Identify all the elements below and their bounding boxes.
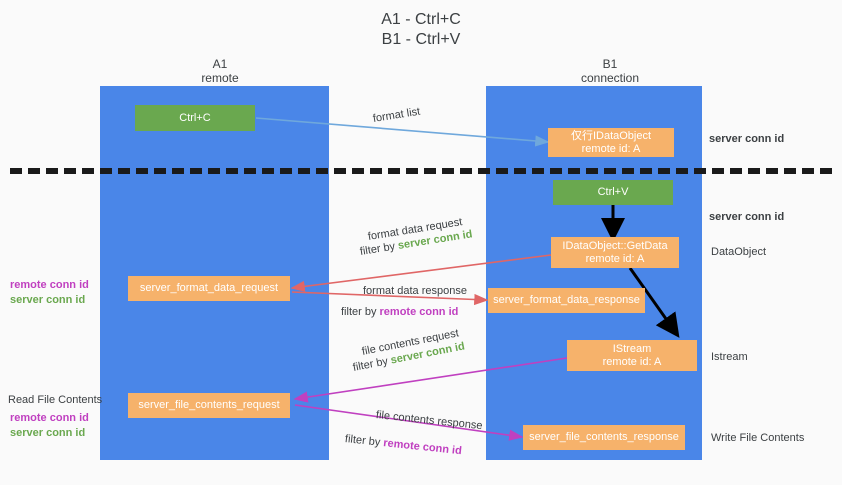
diagram-title: A1 - Ctrl+C B1 - Ctrl+V	[0, 10, 842, 50]
annotation-conn-pair-1: remote conn id server conn id	[10, 278, 89, 308]
phase-divider	[10, 168, 832, 174]
title-line-2: B1 - Ctrl+V	[381, 31, 461, 48]
node-ctrl-c-label: Ctrl+C	[179, 111, 211, 124]
annotation-server-conn-id-top: server conn id	[709, 133, 785, 145]
annotation-remote-conn-id-1: remote conn id	[10, 279, 89, 291]
node-getdata-label: IDataObject::GetData	[562, 239, 668, 252]
node-server-format-data-response-label: server_format_data_response	[493, 294, 640, 306]
annotation-remote-conn-id-2: remote conn id	[10, 412, 89, 424]
arrow-format-data-request	[290, 254, 552, 292]
node-idataobject-label: 仅行IDataObject	[570, 129, 652, 142]
arrow-getdata-to-istream	[628, 267, 680, 338]
annotation-server-conn-id-1: server conn id	[10, 294, 86, 306]
lane-b1-sub: connection	[580, 71, 640, 85]
node-server-file-contents-request[interactable]: server_file_contents_request	[128, 393, 290, 418]
annotation-server-conn-id-2: server conn id	[10, 427, 86, 439]
node-getdata-remote-id: remote id: A	[585, 252, 645, 265]
node-idataobject[interactable]: 仅行IDataObject remote id: A	[548, 128, 674, 157]
node-ctrl-v-label: Ctrl+V	[597, 186, 629, 198]
arrow-format-list	[255, 117, 550, 147]
lane-header-b1: B1 connection	[520, 57, 700, 85]
lane-b1-name: B1	[602, 57, 618, 71]
annotation-write-file-contents: Write File Contents	[711, 432, 805, 444]
node-server-format-data-request-label: server_format_data_request	[139, 282, 279, 294]
filter-prefix: filter by	[341, 306, 380, 318]
node-idataobject-remote-id: remote id: A	[581, 142, 641, 155]
lane-a1-name: A1	[212, 57, 228, 71]
annotation-server-conn-id-mid: server conn id	[709, 211, 785, 223]
filter-prefix: filter by	[344, 433, 384, 449]
node-ctrl-c[interactable]: Ctrl+C	[135, 105, 255, 131]
arrow-format-data-response	[291, 291, 489, 306]
annotation-read-file-contents: Read File Contents	[8, 394, 103, 406]
annotation-conn-pair-2: remote conn id server conn id	[10, 411, 89, 441]
lane-header-a1: A1 remote	[130, 57, 310, 85]
node-server-format-data-response[interactable]: server_format_data_response	[488, 288, 645, 313]
node-istream[interactable]: IStream remote id: A	[567, 340, 697, 371]
edge-label-format-data-response: format data response	[363, 284, 467, 298]
annotation-dataobject: DataObject	[711, 246, 767, 258]
arrow-file-contents-request	[293, 357, 568, 403]
node-ctrl-v[interactable]: Ctrl+V	[553, 180, 673, 205]
node-server-file-contents-request-label: server_file_contents_request	[138, 399, 280, 411]
filter-value-remote-conn-id: remote conn id	[379, 306, 459, 318]
node-server-format-data-request[interactable]: server_format_data_request	[128, 276, 290, 301]
node-server-file-contents-response-label: server_file_contents_response	[529, 431, 679, 443]
lane-a1-sub: remote	[201, 71, 239, 85]
node-server-file-contents-response[interactable]: server_file_contents_response	[523, 425, 685, 450]
node-istream-label: IStream	[612, 342, 652, 355]
arrow-file-contents-response	[294, 404, 524, 441]
node-idataobject-getdata[interactable]: IDataObject::GetData remote id: A	[551, 237, 679, 268]
edge-label-format-data-response-text: format data response	[363, 285, 467, 297]
annotation-istream: Istream	[711, 351, 748, 363]
title-line-1: A1 - Ctrl+C	[381, 11, 461, 28]
node-istream-remote-id: remote id: A	[602, 355, 662, 368]
edge-label-format-data-response-filter: filter by remote conn id	[341, 305, 458, 319]
